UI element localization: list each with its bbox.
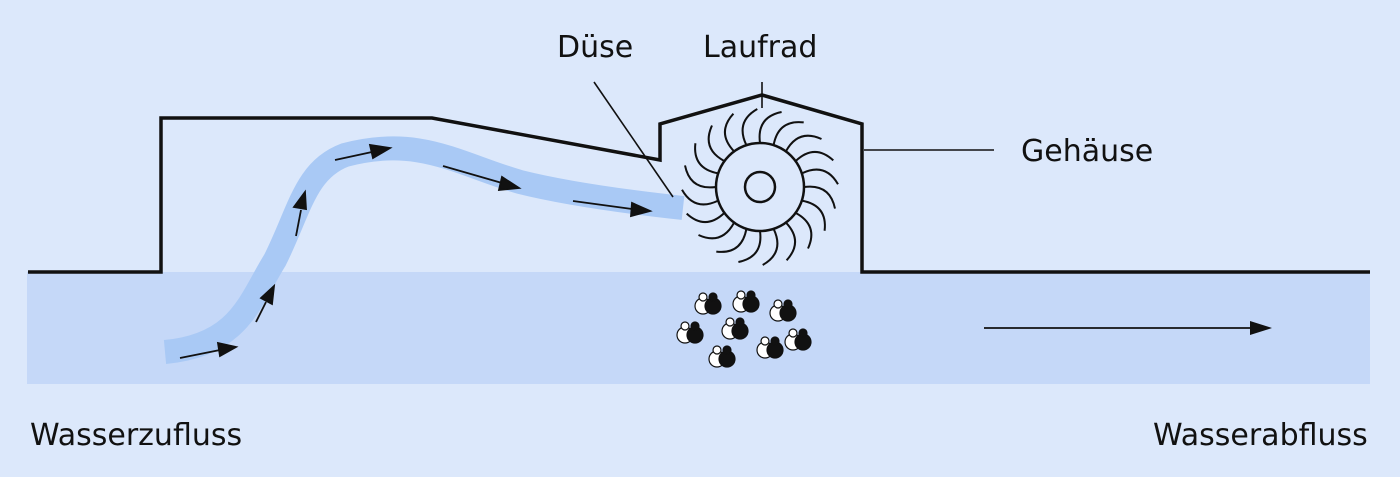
runner-bucket [716, 228, 748, 253]
runner-bucket [801, 199, 826, 231]
splash-droplet [731, 317, 749, 340]
splash-droplet [718, 345, 736, 368]
runner-wheel [681, 108, 839, 266]
runner-bucket [803, 185, 836, 209]
turbine-housing-outline [28, 93, 1370, 274]
jet-flow-arrows [179, 143, 653, 359]
runner-bucket [762, 228, 779, 266]
runner-bucket [681, 189, 719, 206]
nozzle-leader-line [593, 81, 674, 198]
runner-bucket [698, 222, 735, 240]
runner-bucket [794, 150, 834, 162]
outflow-arrow [984, 321, 1272, 335]
runner-bucket [707, 125, 725, 162]
runner-bucket [741, 108, 758, 146]
water-splash-droplets [676, 290, 812, 368]
splash-droplet [742, 290, 760, 313]
splash-droplet [704, 292, 722, 315]
runner-bucket [785, 134, 822, 152]
runner-bucket [772, 121, 804, 146]
inflow-label: Wasserzufluss [30, 418, 243, 453]
splash-droplet [686, 321, 704, 344]
runner-bucket [738, 230, 762, 263]
runner-bucket [684, 165, 717, 189]
runner-bucket [801, 168, 839, 185]
runner-bucket [723, 113, 735, 153]
runner-bucket [694, 143, 719, 175]
splash-droplet [766, 336, 784, 359]
runner-bucket [758, 111, 782, 144]
splash-droplet [794, 328, 812, 351]
runner-label: Laufrad [703, 30, 818, 65]
runner-bucket [785, 221, 797, 261]
housing-label: Gehäuse [1021, 134, 1154, 169]
runner-bucket [795, 212, 813, 249]
outflow-label: Wasserabfluss [1153, 418, 1368, 453]
nozzle-label: Düse [557, 30, 634, 65]
splash-droplet [779, 299, 797, 322]
water-jet [163, 136, 685, 364]
runner-bucket [686, 212, 726, 224]
